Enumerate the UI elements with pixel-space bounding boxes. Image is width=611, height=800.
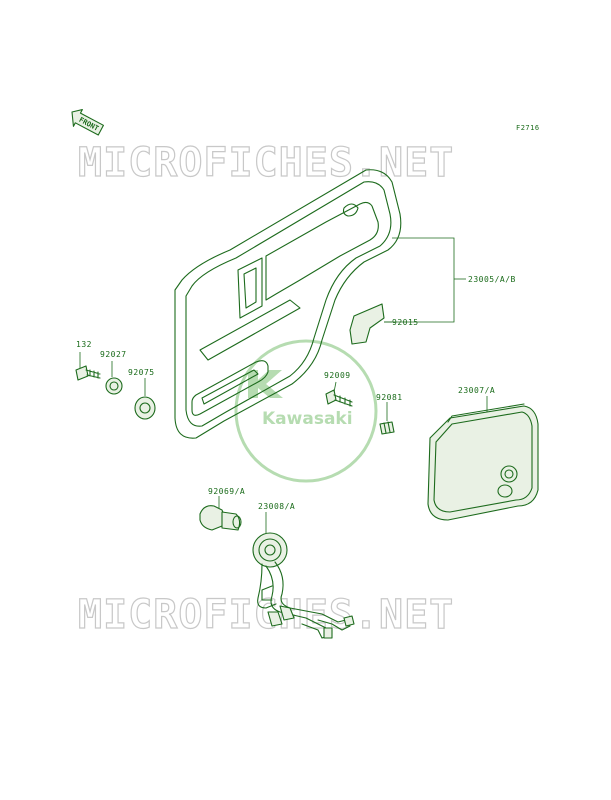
logo-wordmark: Kawasaki bbox=[262, 409, 353, 429]
leader-92009 bbox=[333, 381, 337, 393]
bracket-part bbox=[349, 303, 385, 345]
lens-23007-part bbox=[427, 403, 539, 521]
collar-92027-part bbox=[105, 377, 123, 395]
label-92009: 92009 bbox=[324, 371, 351, 380]
side-cover-part bbox=[174, 169, 402, 439]
watermark-bottom: MICROFICHES.NET bbox=[78, 592, 454, 638]
figure-reference: F2716 bbox=[516, 124, 540, 132]
grommet-92075-part bbox=[134, 396, 156, 420]
kawasaki-logo: Kawasaki bbox=[234, 339, 378, 483]
label-92027: 92027 bbox=[100, 350, 127, 359]
damper-92081-part bbox=[379, 421, 395, 435]
label-92075: 92075 bbox=[128, 368, 155, 377]
label-23005: 23005/A/B bbox=[468, 275, 516, 284]
label-23007: 23007/A bbox=[458, 386, 495, 395]
watermark-top: MICROFICHES.NET bbox=[78, 140, 454, 186]
label-92069: 92069/A bbox=[208, 487, 245, 496]
label-92015: 92015 bbox=[392, 318, 419, 327]
bolt-92009-part bbox=[325, 389, 353, 407]
label-23008: 23008/A bbox=[258, 502, 295, 511]
label-92081: 92081 bbox=[376, 393, 403, 402]
bulb-92069-part bbox=[199, 505, 242, 531]
bolt-132-part bbox=[75, 365, 101, 381]
socket-23008-part bbox=[252, 532, 355, 639]
leader-23005 bbox=[384, 237, 466, 323]
label-132: 132 bbox=[76, 340, 92, 349]
front-arrow-icon: FRONT bbox=[71, 109, 104, 136]
